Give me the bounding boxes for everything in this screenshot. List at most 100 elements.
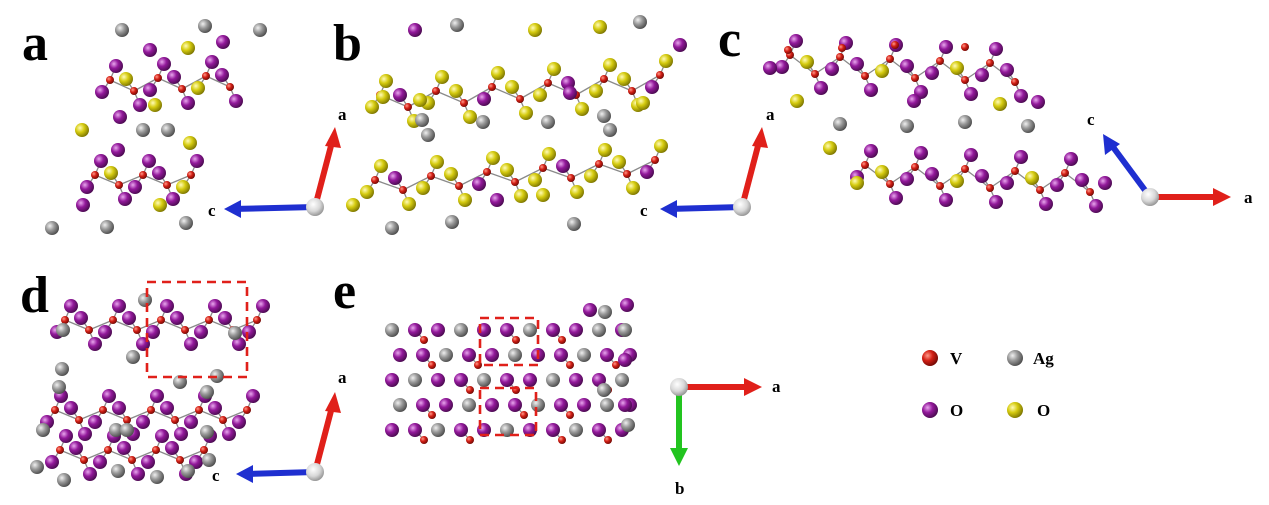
vanadium-atom — [539, 164, 547, 172]
vanadium-atom — [133, 326, 141, 334]
vanadium-atom — [936, 57, 944, 65]
bond — [198, 409, 224, 421]
silver-atom — [385, 221, 399, 235]
silver-atom — [161, 123, 175, 137]
vanadium-atom — [99, 406, 107, 414]
bond — [463, 86, 493, 104]
legend-label-o-purple: O — [950, 401, 963, 420]
oxygen-atom-yellow — [514, 189, 528, 203]
oxygen-atom-yellow — [519, 106, 533, 120]
oxygen-atom-purple — [1075, 173, 1089, 187]
silver-atom — [958, 115, 972, 129]
oxygen-atom-yellow — [176, 180, 190, 194]
oxygen-atom-yellow — [463, 110, 477, 124]
oxygen-atom-purple — [184, 415, 198, 429]
vanadium-atom — [163, 181, 171, 189]
bond — [570, 163, 600, 179]
oxygen-atom-purple — [523, 423, 537, 437]
bond — [430, 175, 460, 187]
vanadium-atom — [1011, 78, 1019, 86]
oxygen-atom-yellow — [598, 143, 612, 157]
oxygen-atom-yellow — [500, 163, 514, 177]
vanadium-atom — [109, 316, 117, 324]
bond — [458, 171, 488, 187]
oxygen-atom-yellow — [850, 176, 864, 190]
silver-atom — [228, 326, 242, 340]
oxygen-atom-purple — [242, 325, 256, 339]
oxygen-atom-purple — [864, 144, 878, 158]
vanadium-atom — [202, 72, 210, 80]
bond — [435, 90, 465, 104]
oxygen-atom-purple — [454, 423, 468, 437]
oxygen-atom-yellow — [181, 41, 195, 55]
oxygen-atom-purple — [385, 423, 399, 437]
vanadium-atom — [483, 168, 491, 176]
bond — [88, 319, 114, 331]
silver-atom — [202, 453, 216, 467]
vanadium-atom — [399, 186, 407, 194]
oxygen-atom-purple — [150, 389, 164, 403]
bond — [78, 409, 104, 421]
oxygen-atom-purple — [181, 96, 195, 110]
silver-atom — [531, 398, 545, 412]
vanadium-atom — [861, 72, 869, 80]
silver-atom — [500, 423, 514, 437]
vanadium-atom — [420, 436, 428, 444]
oxygen-atom-purple — [131, 467, 145, 481]
vanadium-atom — [75, 416, 83, 424]
oxygen-atom-yellow — [950, 174, 964, 188]
vanadium-atom — [371, 176, 379, 184]
silver-atom — [621, 418, 635, 432]
oxygen-atom-purple — [174, 427, 188, 441]
vanadium-atom — [1036, 186, 1044, 194]
oxygen-atom-purple — [208, 299, 222, 313]
bond — [155, 449, 181, 461]
bond — [222, 409, 248, 421]
oxygen-atom-purple — [94, 154, 108, 168]
oxygen-atom-purple — [118, 192, 132, 206]
oxygen-atom-purple — [98, 325, 112, 339]
axis-label-c: c — [640, 201, 648, 220]
silver-atom — [415, 113, 429, 127]
vanadium-atom — [986, 59, 994, 67]
oxygen-atom-purple — [184, 337, 198, 351]
oxygen-atom-purple — [900, 59, 914, 73]
oxygen-atom-yellow — [444, 167, 458, 181]
silver-atom — [136, 123, 150, 137]
oxygen-atom-purple — [80, 180, 94, 194]
vanadium-atom — [544, 79, 552, 87]
vanadium-atom — [428, 361, 436, 369]
oxygen-atom-purple — [763, 61, 777, 75]
oxygen-atom-purple — [546, 323, 560, 337]
vanadium-atom — [612, 361, 620, 369]
bond — [374, 179, 404, 191]
oxygen-atom-purple — [577, 398, 591, 412]
oxygen-atom-yellow — [491, 66, 505, 80]
oxygen-atom-yellow — [486, 151, 500, 165]
oxygen-atom-purple — [673, 38, 687, 52]
vanadium-atom — [154, 74, 162, 82]
axis-label-b: b — [675, 479, 684, 498]
oxygen-atom-purple — [393, 348, 407, 362]
oxygen-atom-purple — [939, 40, 953, 54]
oxygen-atom-purple — [485, 398, 499, 412]
oxygen-atom-purple — [189, 455, 203, 469]
oxygen-atom-yellow — [104, 166, 118, 180]
panel-label-e: e — [333, 263, 356, 320]
vanadium-atom — [455, 182, 463, 190]
silver-atom — [385, 323, 399, 337]
bond — [542, 167, 572, 179]
vanadium-atom — [147, 406, 155, 414]
oxygen-atom-purple — [128, 180, 142, 194]
oxygen-atom-purple — [208, 401, 222, 415]
oxygen-atom-yellow — [589, 84, 603, 98]
vanadium-atom — [520, 411, 528, 419]
bond — [109, 79, 135, 92]
vanadium-atom — [566, 361, 574, 369]
oxygen-atom-purple — [583, 303, 597, 317]
silver-atom — [569, 423, 583, 437]
silver-atom — [523, 323, 537, 337]
oxygen-atom-yellow — [542, 147, 556, 161]
oxygen-atom-yellow — [346, 198, 360, 212]
vanadium-atom — [205, 316, 213, 324]
